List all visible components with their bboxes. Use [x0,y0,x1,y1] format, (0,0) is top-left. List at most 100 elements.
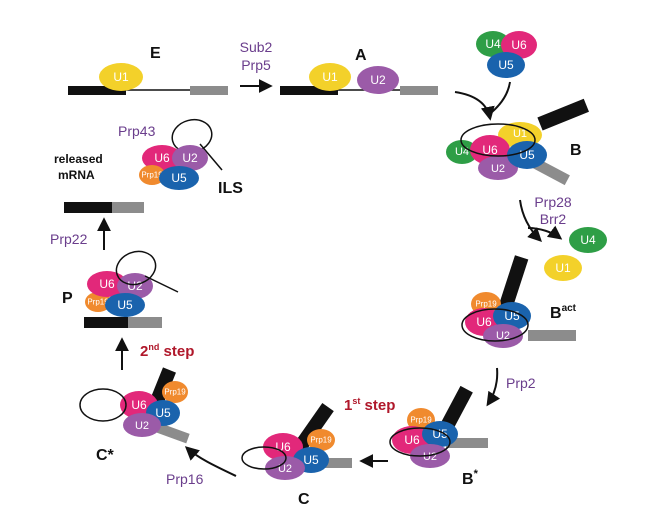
released-u4 [569,227,607,253]
exon-3-bar [400,86,438,95]
arrow-c-to-cstar [184,446,237,477]
released-u1 [544,255,582,281]
complex-ils: Prp43 U6 U2 Prp19 U5 ILS [118,118,243,197]
u4-label: U4 [485,37,501,51]
stage-b-label: B [570,142,582,159]
snrnp-label: U6 [476,315,492,329]
u1-snrnp [99,63,143,91]
u6-label: U6 [511,38,527,52]
snrnp-label: Prp19 [87,298,109,307]
u1-label: U1 [113,70,129,84]
u2-snrnp [265,456,305,480]
snrnp-label: U2 [496,330,510,342]
u5-snrnp [487,52,525,78]
u6-snrnp [87,271,127,297]
factor-prp5: Prp5 [241,57,271,73]
complex-cstar: Prp19 U6 U5 U2 C* [79,367,190,464]
factor-prp22: Prp22 [50,231,88,247]
stage-bact-label: Bact [550,303,577,322]
u4-snrnp [446,140,478,164]
snrnp-label: U5 [171,171,187,185]
u2-snrnp [483,324,523,348]
exon-3-bar [190,86,228,95]
snrnp-label: U2 [278,463,292,475]
u4-snrnp [476,31,510,57]
complex-bact: Prp19 U6 U5 U2 Bact [461,255,577,348]
u6-snrnp [263,433,303,461]
stage-a-label: A [355,47,367,64]
stage-ils-label: ILS [218,180,243,197]
snrnp-label: Prp19 [475,300,497,309]
snrnp-label: U6 [482,143,498,157]
snrnp-label: Prp19 [310,436,332,445]
factor-prp43: Prp43 [118,123,156,139]
u5-snrnp [159,166,199,190]
u1-snrnp [309,63,351,91]
snrnp-label: U2 [423,451,437,463]
u1-label: U1 [322,70,338,84]
factor-prp28: Prp28 [534,194,572,210]
factor-brr2: Brr2 [540,211,567,227]
prp19-snrnp [139,165,165,185]
tri-snrnp: U4 U6 U5 [476,31,537,78]
snrnp-label: U2 [135,420,149,432]
snrnp-label: U6 [131,398,147,412]
factor-sub2: Sub2 [240,39,273,55]
snrnp-label: U1 [555,261,571,275]
u5-snrnp [507,141,547,169]
complex-c: Prp19 U6 U5 U2 C [241,403,352,508]
complex-a: U1 U2 A [280,47,438,95]
snrnp-label: U6 [404,433,420,447]
snrnp-label: U2 [182,151,198,165]
released-label-2: mRNA [58,168,95,182]
complex-bstar: Prp19 U6 U5 U2 B* [389,385,488,488]
snrnp-label: U6 [99,277,115,291]
u5-snrnp [422,421,458,447]
u2-snrnp [123,413,161,437]
snrnp-label: U5 [303,453,319,467]
complex-p: Prp19 U6 U2 U5 P [62,250,179,328]
stage-cstar-label: C* [96,447,115,464]
snrnp-label: U2 [127,279,143,293]
u2-label: U2 [370,73,386,87]
factor-prp16: Prp16 [166,471,204,487]
u2-snrnp [478,156,518,180]
arrow-a-to-b [454,91,495,121]
snrnp-label: U1 [513,128,527,140]
released-label-1: released [54,152,103,166]
u2-snrnp [117,273,153,299]
complex-b: U1 U4 U6 U2 U5 B [446,98,589,186]
u2-snrnp [357,66,399,94]
u5-label: U5 [498,58,514,72]
prp19-snrnp [85,292,111,312]
snrnp-label: U4 [455,146,469,158]
u6-snrnp [501,31,537,59]
prp19-snrnp [162,381,188,403]
snrnp-label: Prp19 [164,388,186,397]
stage-bstar-label: B* [462,468,479,488]
stage-p-label: P [62,290,73,307]
arrow-b-to-bact [519,199,542,242]
snrnp-label: U6 [154,151,170,165]
prp19-snrnp [307,429,335,451]
factor-prp2: Prp2 [506,375,536,391]
exon-5-bar [68,86,126,95]
arrow-bact-to-bstar [486,367,501,407]
snrnp-label: U4 [580,233,596,247]
u5-snrnp [105,293,145,317]
stage-e-label: E [150,45,161,62]
snrnp-label: Prp19 [141,171,163,180]
snrnp-label: Prp19 [410,416,432,425]
complex-e: U1 E [68,45,228,95]
first-step-label: 1st step [344,396,395,414]
snrnp-label: U5 [117,298,133,312]
snrnp-label: U2 [491,163,505,175]
released-mrna: released mRNA [54,152,144,213]
u2-snrnp [172,145,208,171]
snrnp-label: U5 [155,406,171,420]
second-step-label: 2nd step [140,342,194,360]
u6-snrnp [142,145,182,171]
exon-5-bar [280,86,338,95]
stage-c-label: C [298,491,310,508]
